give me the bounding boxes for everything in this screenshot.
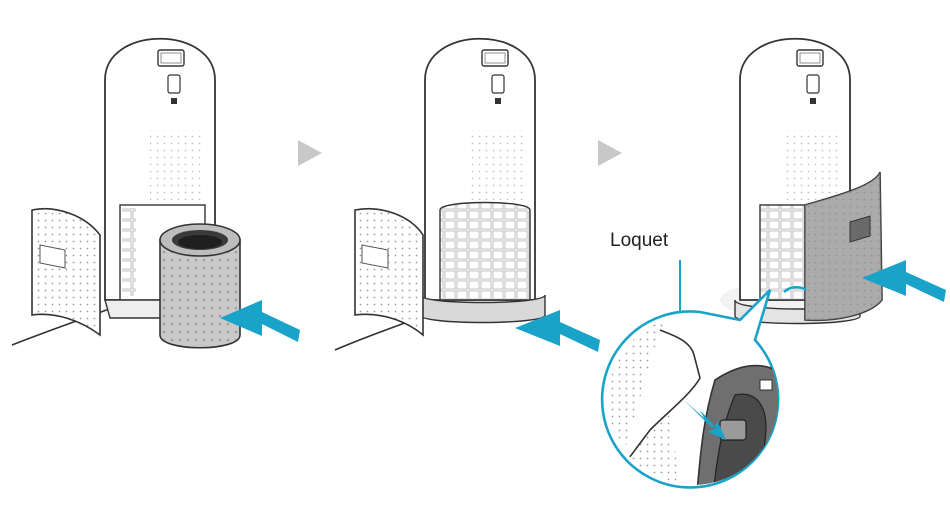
step-2-purifier xyxy=(334,38,546,351)
next-step-arrow-icon xyxy=(598,140,622,166)
latch-callout xyxy=(600,260,780,489)
step-1-purifier xyxy=(11,38,241,349)
push-arrow-icon xyxy=(515,310,600,352)
step-3-purifier xyxy=(720,38,883,325)
next-step-arrow-icon xyxy=(298,140,322,166)
latch-label: Loquet xyxy=(610,230,669,251)
push-arrow-icon xyxy=(220,300,300,342)
filter-cylinder xyxy=(159,223,241,349)
push-arrow-icon xyxy=(862,260,946,302)
